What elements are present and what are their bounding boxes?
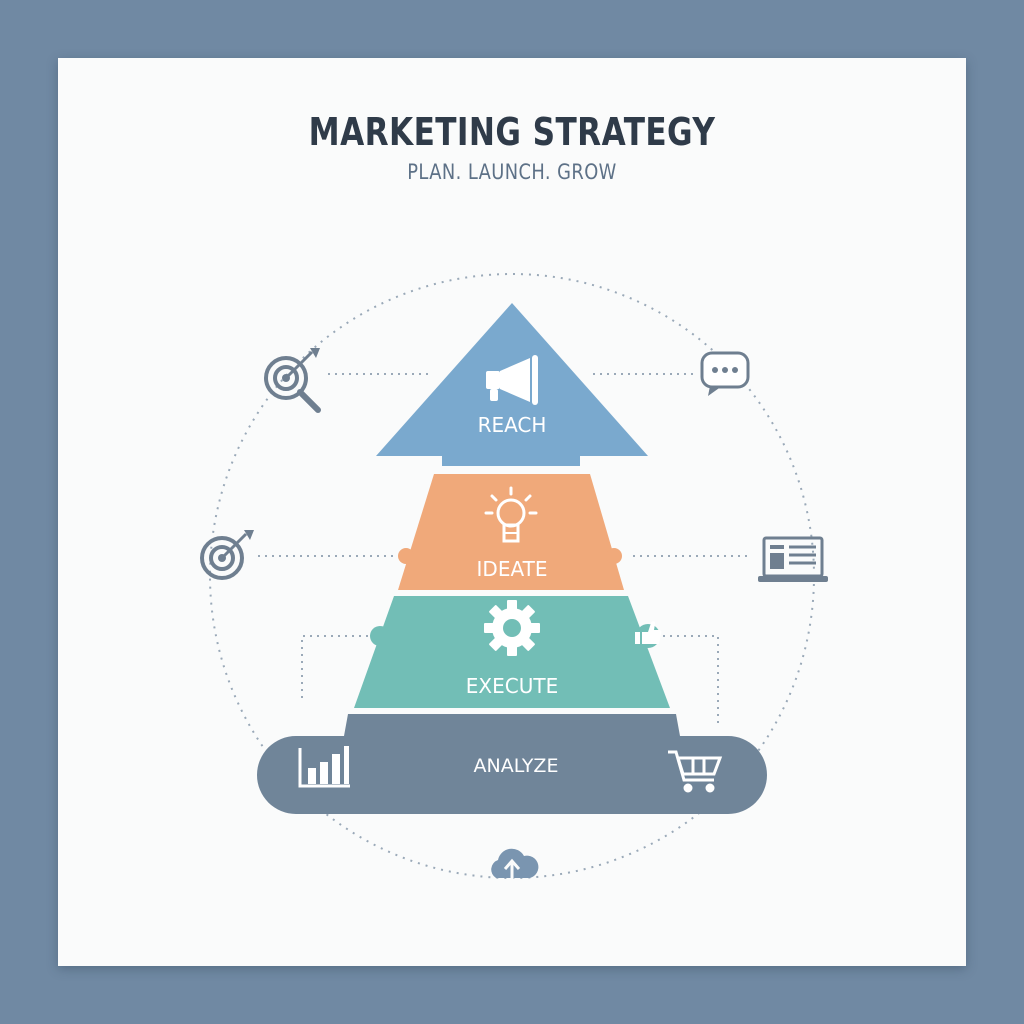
gear-icon — [484, 600, 540, 656]
bar-chart-icon — [298, 746, 350, 788]
cloud-upload-icon — [491, 848, 539, 882]
layer-ideate-node-right — [606, 548, 622, 564]
layer-reach-label: REACH — [478, 413, 547, 437]
connector-lines — [258, 373, 748, 723]
layer-execute-label: EXECUTE — [466, 674, 558, 698]
megaphone-icon — [486, 355, 538, 405]
page-title: MARKETING STRATEGY — [308, 110, 716, 154]
laptop-icon — [758, 536, 828, 582]
page-subtitle: PLAN. LAUNCH. GROW — [407, 160, 617, 184]
layer-ideate-node-left — [398, 548, 414, 564]
chat-bubble-icon — [700, 351, 750, 396]
infographic-card: MARKETING STRATEGY PLAN. LAUNCH. GROW RE… — [58, 58, 966, 966]
target-search-icon — [264, 348, 321, 413]
pyramid-diagram: REACH IDEATE — [200, 273, 828, 882]
layer-analyze — [257, 714, 767, 814]
lightbulb-icon — [484, 486, 538, 543]
thumbs-up-icon — [635, 621, 662, 644]
layer-ideate-label: IDEATE — [477, 557, 548, 581]
shopping-cart-icon — [668, 750, 723, 793]
layer-execute-node-left — [370, 626, 390, 646]
target-icon — [200, 530, 254, 580]
layer-analyze-label: ANALYZE — [474, 755, 559, 777]
